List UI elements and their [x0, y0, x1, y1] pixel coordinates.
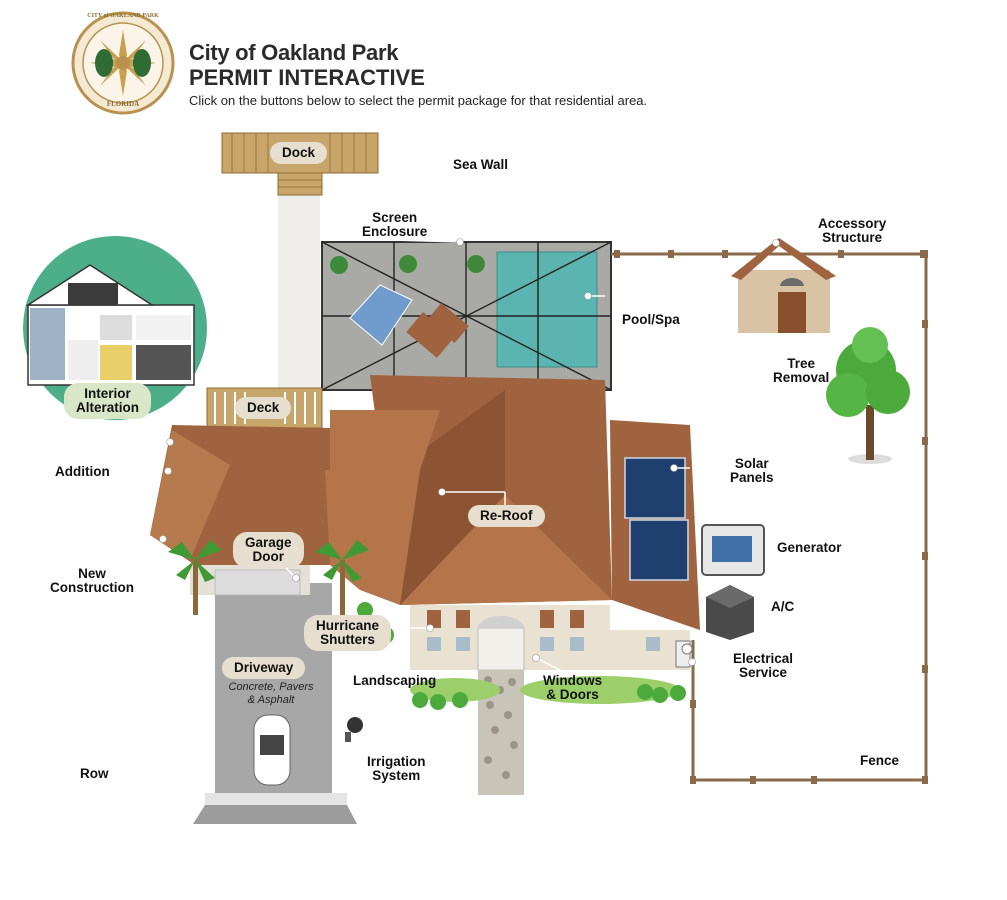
- generator-image: [701, 524, 765, 576]
- interior-alteration-button[interactable]: Interior Alteration: [64, 383, 152, 419]
- electrical-service-button[interactable]: Electrical Service: [733, 652, 793, 680]
- windows-doors-button[interactable]: Windows & Doors: [543, 674, 602, 702]
- fence-label: Fence: [860, 753, 900, 768]
- page-subtitle: PERMIT INTERACTIVE: [189, 65, 425, 90]
- screen-enclosure-label-line2: Enclosure: [362, 224, 428, 239]
- irrigation-system-label-line1: Irrigation: [367, 754, 426, 769]
- interior-alteration-label-line2: Alteration: [76, 400, 140, 415]
- city-seal-logo: [71, 11, 175, 115]
- solar-panels-label-line2: Panels: [730, 470, 774, 485]
- screen-enclosure-label-line1: Screen: [372, 210, 418, 225]
- garage-door-label-line2: Door: [252, 549, 285, 564]
- sea-wall-button[interactable]: Sea Wall: [453, 158, 508, 172]
- row-label: Row: [80, 766, 109, 781]
- ac-button[interactable]: A/C: [771, 600, 794, 614]
- driveway-label: Driveway: [234, 660, 294, 675]
- page-title: City of Oakland Park: [189, 40, 399, 65]
- re-roof-label: Re-Roof: [480, 508, 533, 523]
- tree-removal-label-line1: Tree: [787, 356, 816, 371]
- re-roof-button[interactable]: Re-Roof: [468, 505, 545, 527]
- landscaping-label: Landscaping: [353, 673, 437, 688]
- electrical-service-label-line2: Service: [739, 665, 788, 680]
- deck-button[interactable]: Deck: [235, 397, 292, 419]
- driveway-button[interactable]: Driveway: [222, 657, 306, 679]
- driveway-subtitle: Concrete, Pavers & Asphalt: [226, 681, 316, 707]
- new-construction-button[interactable]: New Construction: [50, 567, 134, 595]
- pool-enclosure-image: [321, 241, 612, 391]
- pool-spa-button[interactable]: Pool/Spa: [622, 313, 680, 327]
- electrical-service-label-line1: Electrical: [733, 651, 794, 666]
- hurricane-shutters-button[interactable]: Hurricane Shutters: [304, 615, 392, 651]
- accessory-structure-image: [731, 238, 836, 333]
- pool-spa-label: Pool/Spa: [622, 312, 680, 327]
- palm-trees-image: [168, 540, 369, 615]
- sprinkler-image: [345, 717, 363, 742]
- addition-label: Addition: [55, 464, 110, 479]
- tree-removal-label-line2: Removal: [773, 370, 830, 385]
- driveway-subtitle-line1: Concrete, Pavers: [228, 681, 314, 693]
- irrigation-system-label-line2: System: [372, 768, 421, 783]
- landscaping-image: [357, 602, 686, 710]
- dock-label: Dock: [282, 145, 316, 160]
- row-button[interactable]: Row: [80, 767, 109, 781]
- ac-label: A/C: [771, 599, 795, 614]
- accessory-structure-label-line2: Structure: [822, 230, 883, 245]
- hurricane-shutters-label-line1: Hurricane: [316, 618, 380, 633]
- seal-text-top: CITY of OAKLAND PARK: [87, 13, 159, 19]
- screen-enclosure-button[interactable]: Screen Enclosure: [362, 211, 427, 239]
- windows-doors-label-line2: & Doors: [546, 687, 599, 702]
- tree-removal-button[interactable]: Tree Removal: [773, 357, 829, 385]
- garage-door-label-line1: Garage: [245, 535, 292, 550]
- tree-image: [826, 327, 910, 464]
- new-construction-label-line2: Construction: [50, 580, 134, 595]
- generator-button[interactable]: Generator: [777, 541, 842, 555]
- instruction-text: Click on the buttons below to select the…: [189, 93, 648, 108]
- sea-wall-label: Sea Wall: [453, 157, 509, 172]
- garage-door-button[interactable]: Garage Door: [233, 532, 304, 568]
- accessory-structure-button[interactable]: Accessory Structure: [818, 217, 886, 245]
- seal-text-bottom: FLORIDA: [106, 100, 140, 108]
- interior-alteration-label-line1: Interior: [84, 386, 131, 401]
- hurricane-shutters-label-line2: Shutters: [320, 632, 375, 647]
- landscaping-button[interactable]: Landscaping: [353, 674, 436, 688]
- generator-label: Generator: [777, 540, 842, 555]
- dock-button[interactable]: Dock: [270, 142, 328, 164]
- accessory-structure-label-line1: Accessory: [818, 216, 887, 231]
- addition-button[interactable]: Addition: [55, 465, 110, 479]
- ac-unit-image: [706, 585, 754, 640]
- windows-doors-label-line1: Windows: [543, 673, 603, 688]
- electrical-meter-image: [675, 640, 693, 668]
- irrigation-system-button[interactable]: Irrigation System: [367, 755, 426, 783]
- driveway-subtitle-line2: & Asphalt: [247, 694, 295, 706]
- interior-circle-image: [23, 236, 207, 420]
- solar-panels-button[interactable]: Solar Panels: [730, 457, 774, 485]
- solar-panels-image: [624, 457, 689, 581]
- new-construction-label-line1: New: [78, 566, 106, 581]
- house-image: [150, 375, 700, 671]
- solar-panels-label-line1: Solar: [734, 456, 769, 471]
- deck-label: Deck: [247, 400, 280, 415]
- fence-button[interactable]: Fence: [860, 754, 899, 768]
